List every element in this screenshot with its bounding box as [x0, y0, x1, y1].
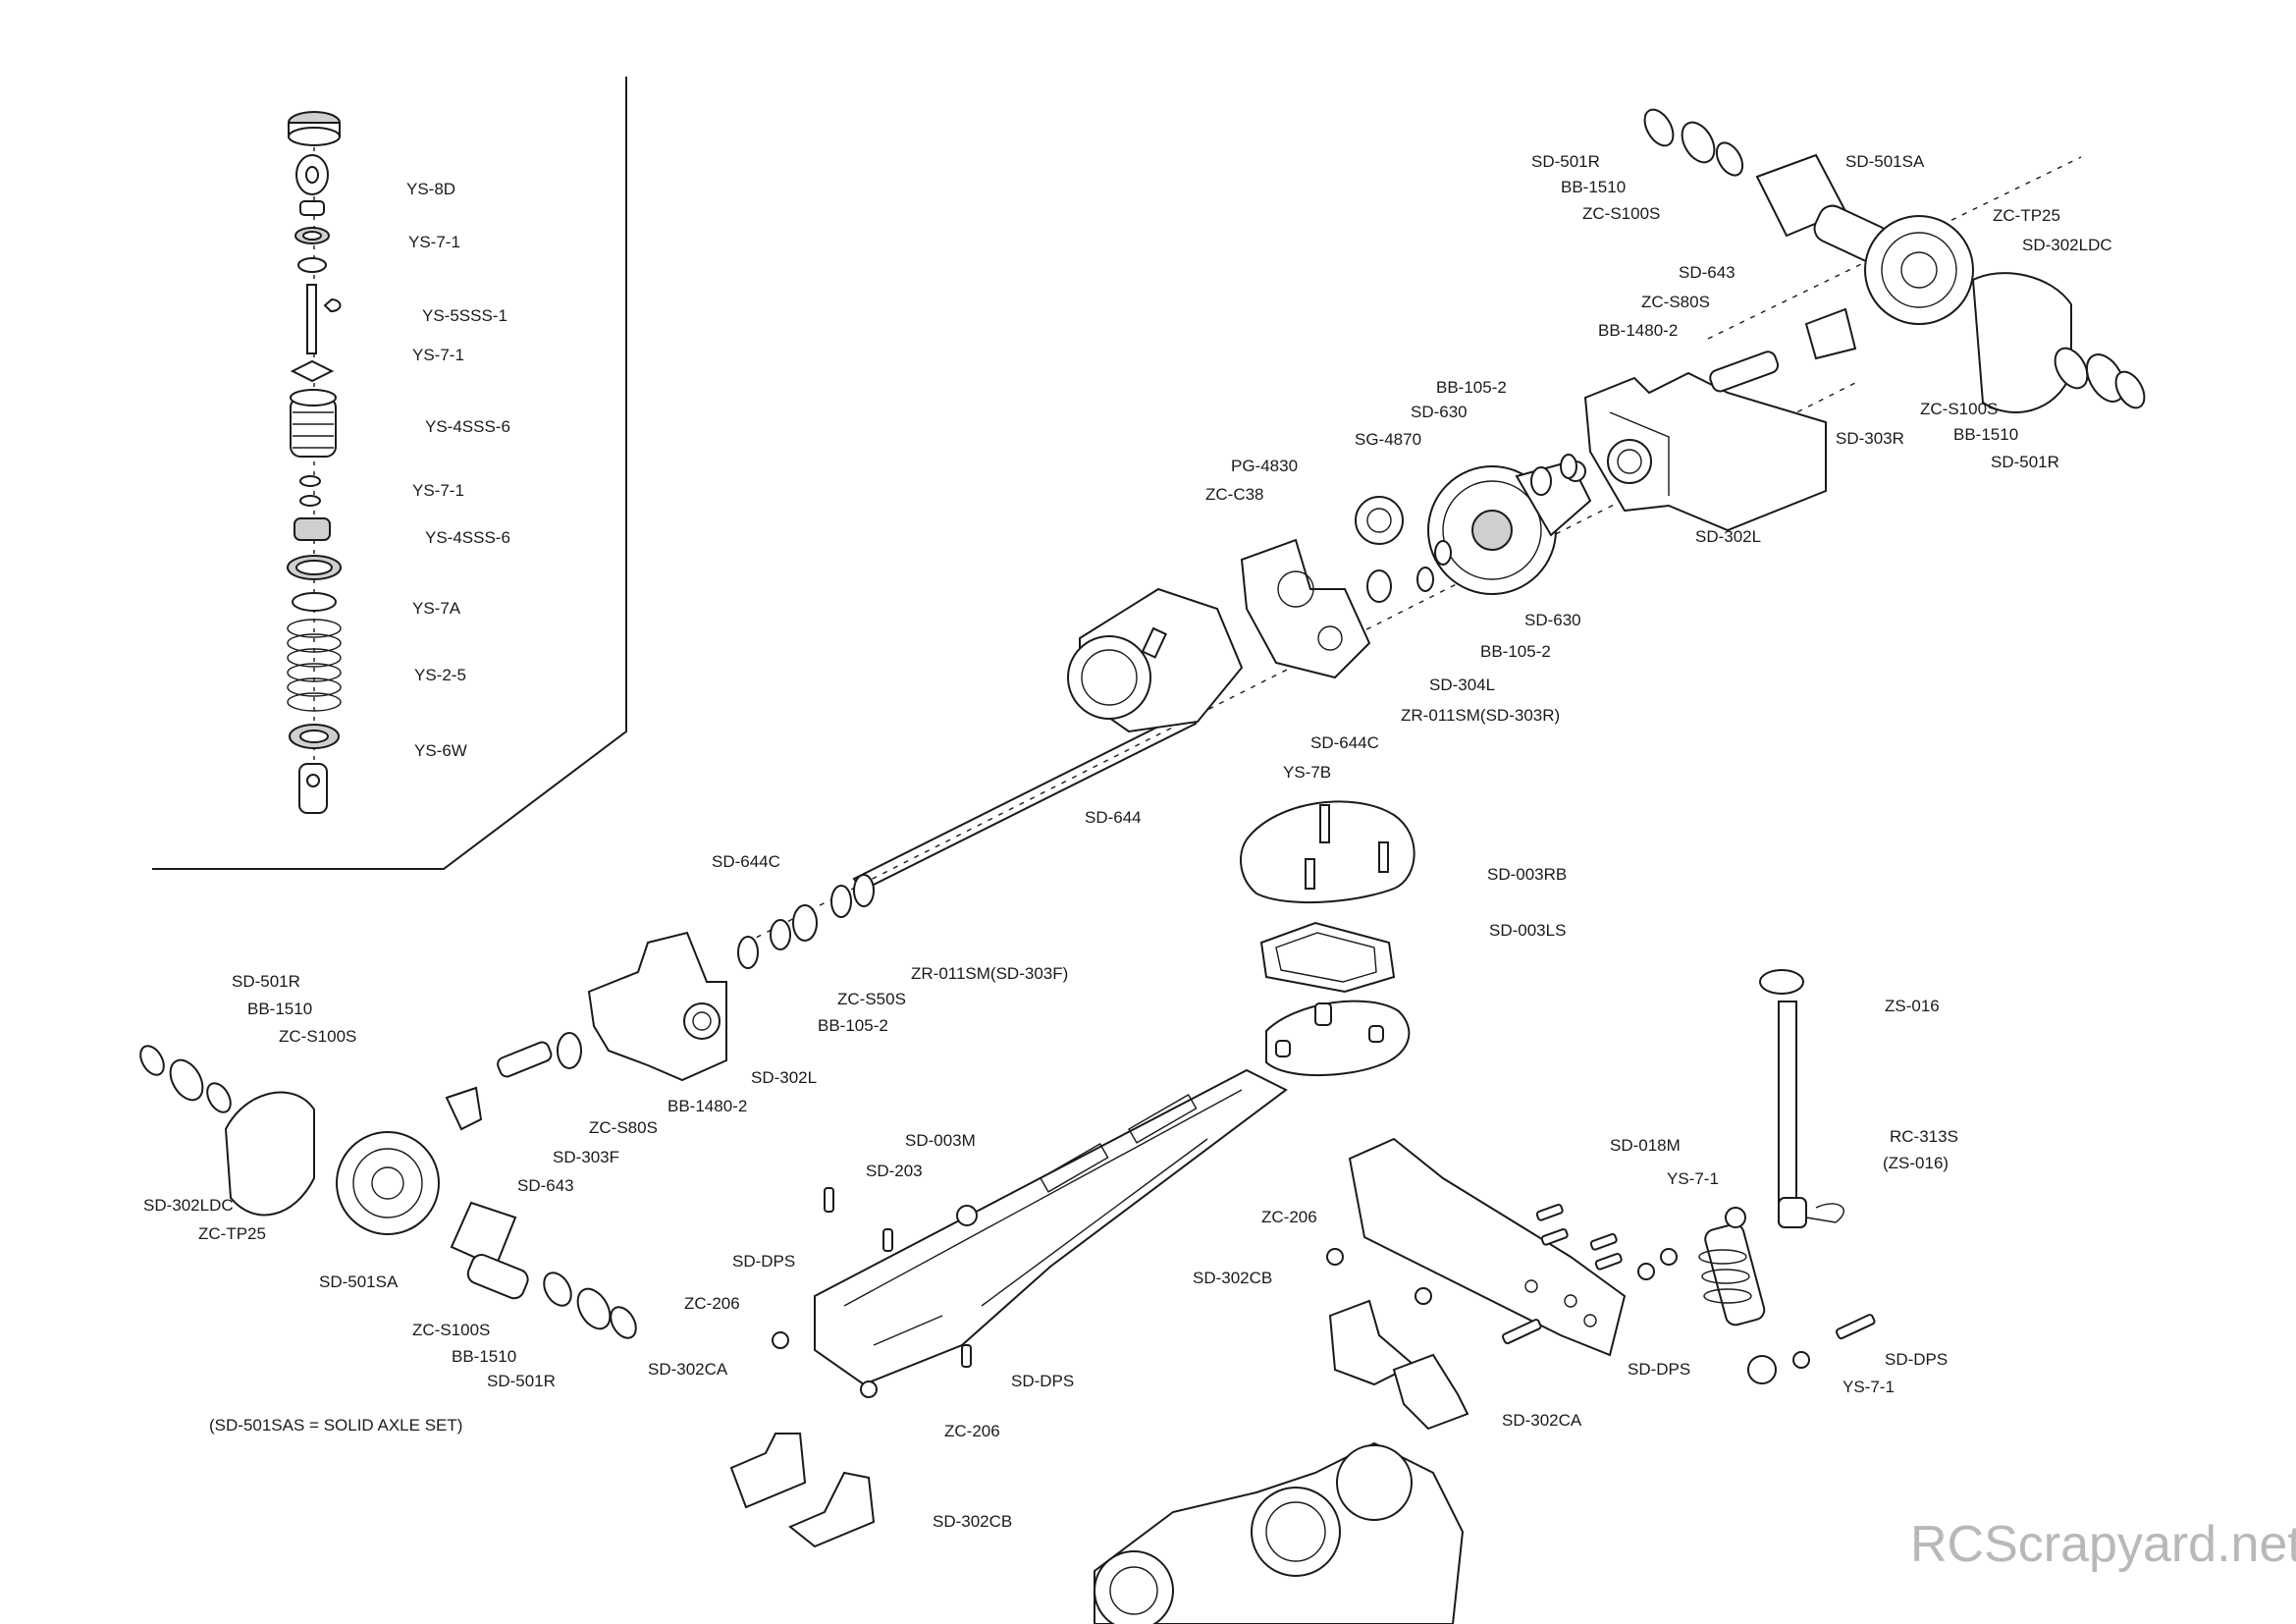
- chassis-drawing: [729, 800, 1876, 1624]
- label-zr-011sm-sd-303f: ZR-011SM(SD-303F): [911, 964, 1068, 983]
- inset-frame: [152, 77, 627, 870]
- label-sd-302cb: SD-302CB: [933, 1512, 1012, 1531]
- label-zc-206: ZC-206: [1261, 1208, 1317, 1226]
- label-zc-206: ZC-206: [944, 1422, 1000, 1440]
- label-bb-1480-2: BB-1480-2: [1598, 321, 1678, 340]
- label-ys-7-1: YS-7-1: [412, 346, 464, 364]
- label-ys-7-1: YS-7-1: [408, 233, 460, 251]
- label-rc-313s: RC-313S: [1890, 1127, 1958, 1146]
- drivetrain-drawing: [139, 108, 2146, 1339]
- label-sd-302ca: SD-302CA: [1502, 1411, 1582, 1430]
- label-sd-dps: SD-DPS: [1011, 1372, 1074, 1390]
- label-sd-644c: SD-644C: [1310, 733, 1379, 752]
- label-zc-s100s: ZC-S100S: [412, 1321, 490, 1339]
- label-sd-003ls: SD-003LS: [1489, 921, 1566, 940]
- label-sd-644c: SD-644C: [712, 852, 780, 871]
- label-zc-s100s: ZC-S100S: [1582, 204, 1660, 223]
- label-sd-dps: SD-DPS: [1628, 1360, 1690, 1379]
- label-ys-7-1: YS-7-1: [1842, 1378, 1895, 1396]
- label-sd-302ldc: SD-302LDC: [2022, 236, 2112, 254]
- label-zc-s100s: ZC-S100S: [279, 1027, 356, 1046]
- label-ys-6w: YS-6W: [414, 741, 467, 760]
- label-zc-s50s: ZC-S50S: [837, 990, 906, 1008]
- label-sd-643: SD-643: [517, 1176, 574, 1195]
- label-pg-4830: PG-4830: [1231, 457, 1298, 475]
- label-sd-302ca: SD-302CA: [648, 1360, 728, 1379]
- label-sd-630: SD-630: [1411, 403, 1468, 421]
- rear-labels: SD-501R BB-1510 ZC-S100S SD-501SA ZC-TP2…: [1531, 152, 2112, 546]
- drive-labels: BB-105-2 SD-630 SG-4870 PG-4830 ZC-C38 S…: [712, 378, 1581, 871]
- label-ys-8d: YS-8D: [406, 180, 455, 198]
- label-sd-501r: SD-501R: [1531, 152, 1600, 171]
- label-zc-s80s: ZC-S80S: [589, 1118, 658, 1137]
- watermark: RCScrapyard.net: [1910, 1516, 2296, 1573]
- label-zc-tp25: ZC-TP25: [1993, 206, 2060, 225]
- label-sd-003rb: SD-003RB: [1487, 865, 1567, 884]
- label-sd-644: SD-644: [1085, 808, 1142, 827]
- label-zc-c38: ZC-C38: [1205, 485, 1264, 504]
- label-zs-016-paren: (ZS-016): [1883, 1154, 1949, 1172]
- shock-inset: YS-8D YS-7-1 YS-5SSS-1 YS-7-1 YS-4SSS-6 …: [152, 77, 627, 870]
- label-ys-7b: YS-7B: [1283, 763, 1331, 782]
- label-sd-501r: SD-501R: [1991, 453, 2059, 471]
- label-sd-501r: SD-501R: [232, 972, 300, 991]
- label-ys-2-5: YS-2-5: [414, 666, 466, 684]
- label-ys-7-1: YS-7-1: [1667, 1169, 1719, 1188]
- label-bb-1480-2: BB-1480-2: [667, 1097, 747, 1115]
- label-sd-302cb: SD-302CB: [1193, 1269, 1272, 1287]
- label-bb-1510: BB-1510: [247, 1000, 312, 1018]
- label-sd-dps: SD-DPS: [1885, 1350, 1948, 1369]
- label-bb-105-2: BB-105-2: [1436, 378, 1507, 397]
- label-sd-303f: SD-303F: [553, 1148, 619, 1166]
- label-zs-016: ZS-016: [1885, 997, 1940, 1015]
- label-sd-501r: SD-501R: [487, 1372, 556, 1390]
- label-ys-4sss-6: YS-4SSS-6: [425, 417, 510, 436]
- label-sd-501sa: SD-501SA: [319, 1272, 399, 1291]
- label-zr-011sm-sd-303r: ZR-011SM(SD-303R): [1401, 706, 1560, 725]
- label-ys-4sss-6: YS-4SSS-6: [425, 528, 510, 547]
- label-zc-s100s: ZC-S100S: [1920, 400, 1998, 418]
- label-sd-302l: SD-302L: [1695, 527, 1761, 546]
- label-bb-105-2: BB-105-2: [818, 1016, 888, 1035]
- label-zc-206: ZC-206: [684, 1294, 740, 1313]
- label-sd-501sa: SD-501SA: [1845, 152, 1925, 171]
- label-sd-203: SD-203: [866, 1162, 923, 1180]
- label-sd-303r: SD-303R: [1836, 429, 1904, 448]
- label-ys-7a: YS-7A: [412, 599, 461, 618]
- label-sd-643: SD-643: [1679, 263, 1735, 282]
- label-ys-5sss-1: YS-5SSS-1: [422, 306, 507, 325]
- label-ys-7-1: YS-7-1: [412, 481, 464, 500]
- label-zc-s80s: ZC-S80S: [1641, 293, 1710, 311]
- label-sd-302ldc: SD-302LDC: [143, 1196, 234, 1215]
- chassis-labels: SD-003RB SD-003LS ZR-011SM(SD-303F) ZC-S…: [648, 865, 1958, 1531]
- label-sd-302l: SD-302L: [751, 1068, 817, 1087]
- front-labels: SD-501R BB-1510 ZC-S100S SD-302L BB-1480…: [143, 972, 817, 1435]
- label-sd-dps: SD-DPS: [732, 1252, 795, 1271]
- label-bb-1510: BB-1510: [1953, 425, 2018, 444]
- label-bb-1510: BB-1510: [1561, 178, 1626, 196]
- label-sg-4870: SG-4870: [1355, 430, 1421, 449]
- label-bb-105-2: BB-105-2: [1480, 642, 1551, 661]
- label-sd-003m: SD-003M: [905, 1131, 976, 1150]
- label-sd-018m: SD-018M: [1610, 1136, 1681, 1155]
- solid-axle-note: (SD-501SAS = SOLID AXLE SET): [209, 1416, 462, 1435]
- label-sd-304l: SD-304L: [1429, 676, 1495, 694]
- label-bb-1510: BB-1510: [452, 1347, 516, 1366]
- label-sd-630: SD-630: [1524, 611, 1581, 629]
- shock-stack-drawing: [287, 111, 342, 814]
- label-zc-tp25: ZC-TP25: [198, 1224, 266, 1243]
